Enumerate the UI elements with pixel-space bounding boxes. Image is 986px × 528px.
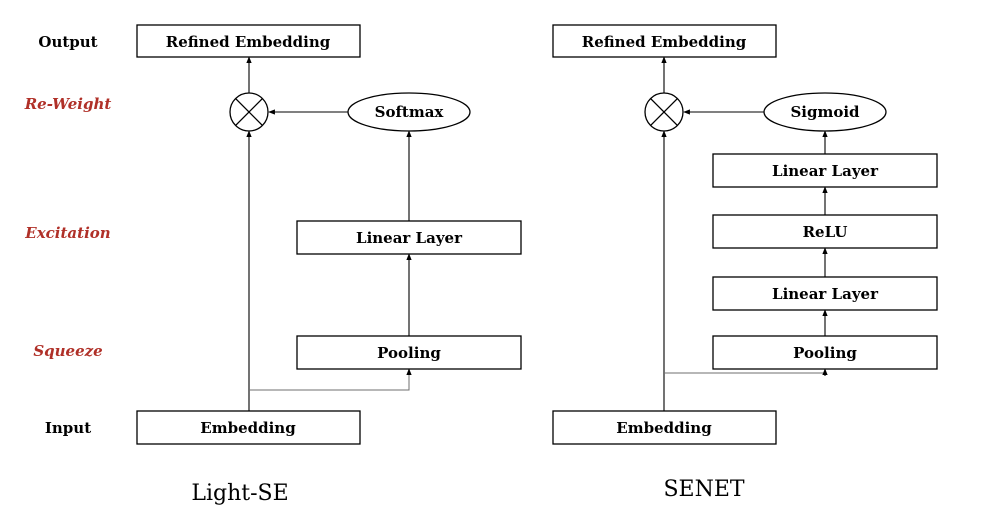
light-se-pooling-box [296,335,522,370]
senet-sigmoid-node [763,92,887,132]
light-se-output-label: Refined Embedding [166,33,331,51]
light-se-pooling-label: Pooling [377,344,441,362]
light-se-output-box [136,24,361,58]
row-label-output: Output [38,33,97,51]
senet-linear-bottom-box [712,276,938,311]
senet-caption: SENET [663,477,744,502]
stage-label-reweight: Re-Weight [24,95,112,113]
senet-sigmoid-label: Sigmoid [790,103,860,121]
senet-linear-bottom-label: Linear Layer [772,285,879,303]
circle-times-icon [644,92,684,132]
senet-relu-box [712,214,938,249]
senet-relu-label: ReLU [803,223,848,241]
light-se-input-box [136,410,361,445]
light-se-linear-box [296,220,522,255]
stage-label-squeeze: Squeeze [33,342,102,360]
light-se-softmax-label: Softmax [375,103,445,121]
light-se-linear-label: Linear Layer [356,229,463,247]
light-se-diagram: Refined Embedding Softmax Linear Layer P… [136,24,522,506]
senet-output-box [552,24,777,58]
senet-linear-top-box [712,153,938,188]
senet-input-label: Embedding [616,419,712,437]
senet-diagram: Refined Embedding Sigmoid Linear Layer R… [552,24,938,502]
senet-wire-skip-to-pooling [664,370,826,374]
row-label-input: Input [45,419,91,437]
circle-times-icon [229,92,269,132]
senet-input-box [552,410,777,445]
stage-label-excitation: Excitation [24,224,110,242]
senet-pooling-label: Pooling [793,344,857,362]
light-se-input-label: Embedding [200,419,296,437]
light-se-softmax-node [347,92,471,132]
senet-pooling-box [712,335,938,370]
senet-linear-top-label: Linear Layer [772,162,879,180]
light-se-caption: Light-SE [191,481,288,506]
senet-output-label: Refined Embedding [582,33,747,51]
light-se-wire-skip-to-pooling [249,370,410,391]
